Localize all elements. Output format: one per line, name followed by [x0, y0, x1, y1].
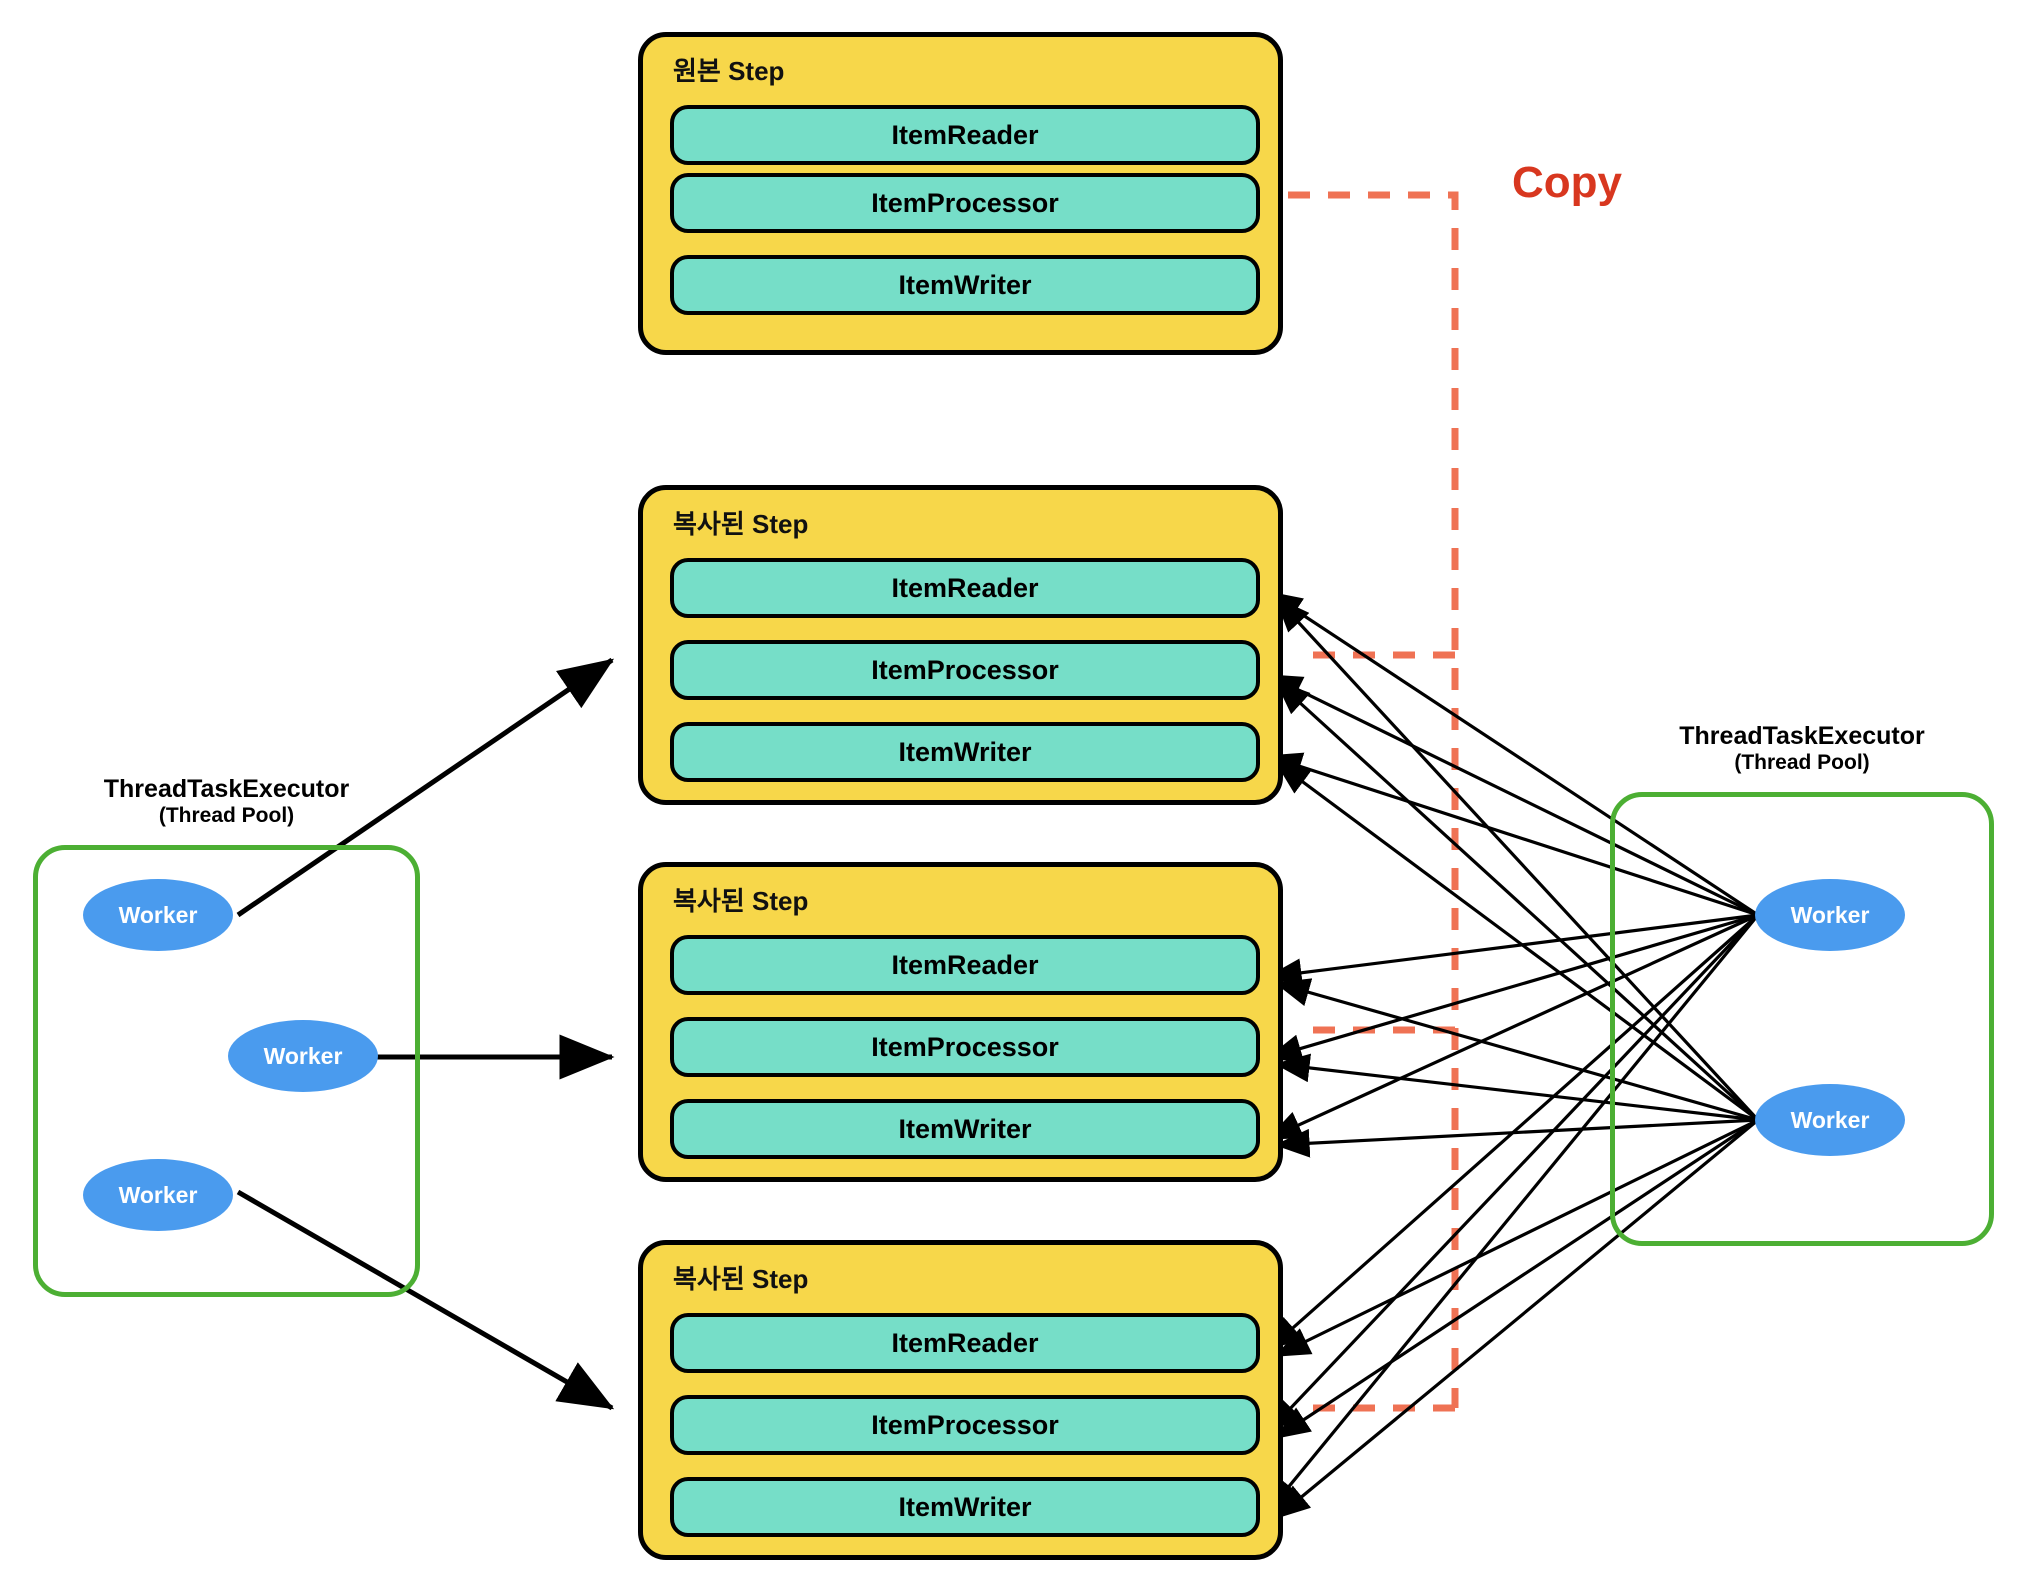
- right-pool-caption: ThreadTaskExecutor (Thread Pool): [1610, 722, 1994, 775]
- slot-label: ItemReader: [891, 572, 1039, 603]
- copied-step-box-3[interactable]: 복사된 Step ItemReader ItemProcessor ItemWr…: [638, 1240, 1283, 1560]
- copied-step-3-slot-itemreader[interactable]: ItemReader: [670, 1313, 1260, 1373]
- left-pool-caption: ThreadTaskExecutor (Thread Pool): [33, 775, 420, 828]
- original-step-slot-itemprocessor[interactable]: ItemProcessor: [670, 173, 1260, 233]
- right-thread-pool-box[interactable]: [1610, 792, 1994, 1246]
- slot-label: ItemProcessor: [871, 187, 1059, 218]
- copied-step-title-2: 복사된 Step: [673, 886, 809, 916]
- worker-label: Worker: [118, 901, 198, 928]
- copied-step-title-3: 복사된 Step: [673, 1264, 809, 1294]
- right-pool-worker-1[interactable]: Worker: [1755, 879, 1905, 951]
- right-pool-subtitle: (Thread Pool): [1734, 750, 1870, 774]
- slot-label: ItemReader: [891, 949, 1039, 980]
- left-pool-title: ThreadTaskExecutor: [103, 775, 350, 803]
- slot-label: ItemProcessor: [871, 654, 1059, 685]
- slot-label: ItemWriter: [898, 1491, 1032, 1522]
- copy-dashed-connector: [1288, 191, 1459, 1412]
- slot-label: ItemProcessor: [871, 1031, 1059, 1062]
- copied-step-1-slot-itemwriter[interactable]: ItemWriter: [670, 722, 1260, 782]
- left-pool-worker-2[interactable]: Worker: [228, 1020, 378, 1092]
- slot-label: ItemReader: [891, 119, 1039, 150]
- copied-step-box-2[interactable]: 복사된 Step ItemReader ItemProcessor ItemWr…: [638, 862, 1283, 1182]
- left-thread-pool-box[interactable]: [33, 845, 420, 1297]
- slot-label: ItemWriter: [898, 1113, 1032, 1144]
- right-pool-title: ThreadTaskExecutor: [1679, 722, 1925, 750]
- slot-label: ItemReader: [891, 1327, 1039, 1358]
- copy-label: Copy: [1512, 158, 1622, 207]
- copied-step-1-slot-itemreader[interactable]: ItemReader: [670, 558, 1260, 618]
- copied-step-2-slot-itemreader[interactable]: ItemReader: [670, 935, 1260, 995]
- copied-step-title-1: 복사된 Step: [673, 509, 809, 539]
- right-pool-worker-2[interactable]: Worker: [1755, 1084, 1905, 1156]
- original-step-box[interactable]: 원본 Step ItemReader ItemProcessor ItemWri…: [638, 32, 1283, 355]
- left-pool-subtitle: (Thread Pool): [158, 803, 295, 827]
- worker-label: Worker: [1790, 1106, 1870, 1133]
- copied-step-1-slot-itemprocessor[interactable]: ItemProcessor: [670, 640, 1260, 700]
- copied-step-2-slot-itemwriter[interactable]: ItemWriter: [670, 1099, 1260, 1159]
- left-pool-worker-1[interactable]: Worker: [83, 879, 233, 951]
- original-step-title: 원본 Step: [673, 56, 785, 86]
- copied-step-2-slot-itemprocessor[interactable]: ItemProcessor: [670, 1017, 1260, 1077]
- slot-label: ItemWriter: [898, 736, 1032, 767]
- slot-label: ItemWriter: [898, 269, 1032, 300]
- original-step-slot-itemreader[interactable]: ItemReader: [670, 105, 1260, 165]
- worker-label: Worker: [118, 1181, 198, 1208]
- worker-label: Worker: [263, 1042, 343, 1069]
- left-pool-worker-3[interactable]: Worker: [83, 1159, 233, 1231]
- slot-label: ItemProcessor: [871, 1409, 1059, 1440]
- copied-step-3-slot-itemprocessor[interactable]: ItemProcessor: [670, 1395, 1260, 1455]
- copied-step-box-1[interactable]: 복사된 Step ItemReader ItemProcessor ItemWr…: [638, 485, 1283, 805]
- worker-label: Worker: [1790, 901, 1870, 928]
- original-step-slot-itemwriter[interactable]: ItemWriter: [670, 255, 1260, 315]
- copied-step-3-slot-itemwriter[interactable]: ItemWriter: [670, 1477, 1260, 1537]
